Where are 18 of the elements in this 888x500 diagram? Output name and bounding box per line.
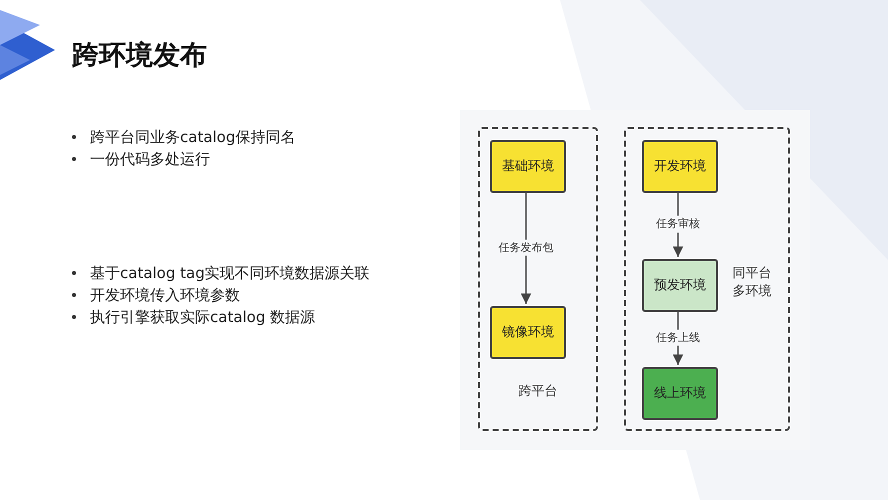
bullet-text: 基于catalog tag实现不同环境数据源关联 xyxy=(90,262,370,284)
process-box: 预发环境 xyxy=(642,259,718,312)
bullet-text: 开发环境传入环境参数 xyxy=(90,284,240,306)
group-label: 跨平台 xyxy=(518,382,558,400)
dashed-group-frame xyxy=(478,127,598,431)
bullet-text: 执行引擎获取实际catalog 数据源 xyxy=(90,306,316,328)
group-label: 同平台多环境 xyxy=(732,265,772,301)
process-box: 镜像环境 xyxy=(490,306,566,359)
edge-label: 任务审核 xyxy=(654,216,702,232)
process-box: 开发环境 xyxy=(642,140,718,193)
edge-label: 任务上线 xyxy=(654,329,702,346)
slide-title: 跨环境发布 xyxy=(72,39,207,73)
process-box: 线上环境 xyxy=(642,367,718,420)
bullet-text: 跨平台同业务catalog保持同名 xyxy=(90,126,296,148)
bullet-text: 一份代码多处运行 xyxy=(90,148,210,170)
process-box: 基础环境 xyxy=(490,140,566,193)
edge-label: 任务发布包 xyxy=(496,239,556,256)
dashed-group-frame xyxy=(624,127,790,431)
